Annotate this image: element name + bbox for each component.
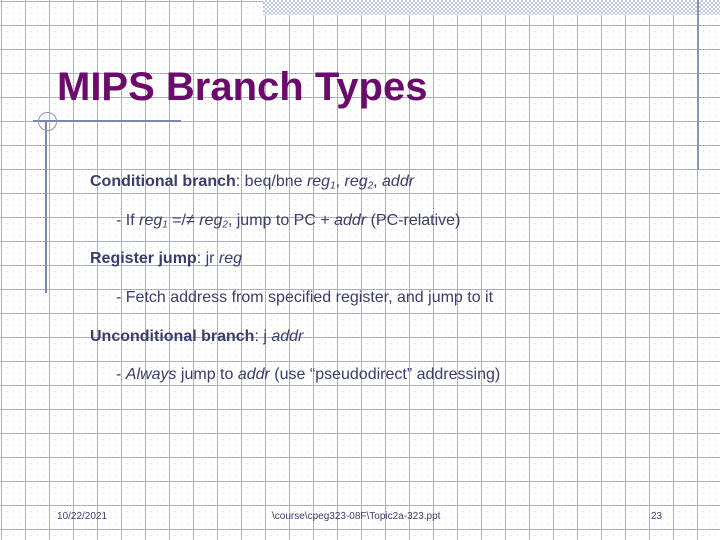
footer-page-number: 23 [651, 511, 663, 522]
subbullet-dash: - [116, 366, 126, 383]
bullet-mnemonic: j [263, 328, 272, 345]
operand-addr: addr [334, 212, 367, 229]
footer-date: 10/22/2021 [57, 511, 108, 522]
subbullet-tail-text: (use “pseudodirect” addressing) [269, 366, 501, 383]
operand-reg2-subscript: 2 [222, 219, 228, 231]
top-checkered-banner [263, 0, 720, 15]
emphasis-always: Always [125, 366, 177, 383]
compare-operator: =/≠ [167, 212, 200, 229]
operand-addr: addr [237, 366, 270, 383]
operand-reg: reg [218, 250, 243, 267]
page-title: MIPS Branch Types [57, 65, 428, 109]
bullet-label-bold: Register jump [90, 250, 197, 267]
bullet-mnemonic: jr [205, 250, 219, 267]
operand-reg1-text: reg [306, 173, 331, 190]
subbullet-tail-text: (PC-relative) [366, 212, 461, 229]
bullet-colon: : [254, 328, 264, 345]
bullet-colon: : [235, 173, 245, 190]
operand-reg1-subscript: 1 [330, 180, 336, 192]
bullet-label-bold: Unconditional branch [90, 328, 255, 345]
footer-file-path: \course\cpeg323-08F\Topic2a-323.ppt [272, 511, 441, 522]
subbullet-pc-relative: - If reg1 =/≠ reg2, jump to PC + addr (P… [116, 211, 460, 231]
subbullet-pseudodirect: - Always jump to addr (use “pseudodirect… [116, 365, 500, 385]
bullet-sep-2: , [373, 173, 383, 190]
title-underline-rule [33, 120, 181, 122]
operand-addr: addr [271, 328, 304, 345]
subbullet-dash-if: - If [116, 212, 140, 229]
operand-reg2-text: reg [344, 173, 368, 190]
right-vertical-rule [697, 0, 699, 170]
subbullet-fetch-address: - Fetch address from specified register,… [116, 289, 494, 306]
bullet-colon: : [196, 250, 206, 267]
operand-reg1: reg1 [306, 173, 336, 192]
operand-reg1-text: reg [139, 212, 163, 229]
circle-accent-icon [38, 112, 57, 131]
bullet-unconditional-branch: Unconditional branch: j addr [90, 327, 303, 347]
bullet-mnemonic: beq/bne [244, 173, 307, 190]
operand-reg1: reg1 [139, 212, 168, 231]
bullet-sep-1: , [335, 173, 345, 190]
operand-reg2-subscript: 2 [367, 180, 374, 192]
operand-reg2: reg2 [344, 173, 374, 192]
operand-addr: addr [382, 173, 415, 190]
operand-reg1-subscript: 1 [162, 219, 168, 231]
left-vertical-rule [45, 121, 47, 293]
bullet-conditional-branch: Conditional branch: beq/bne reg1, reg2, … [90, 172, 414, 192]
subbullet-mid-text: jump to [176, 366, 238, 383]
bullet-label-bold: Conditional branch [90, 173, 236, 190]
bullet-register-jump: Register jump: jr reg [90, 249, 242, 269]
subbullet-mid-text: , jump to PC + [227, 212, 335, 229]
operand-reg2: reg2 [199, 212, 228, 231]
operand-reg2-text: reg [199, 212, 223, 229]
